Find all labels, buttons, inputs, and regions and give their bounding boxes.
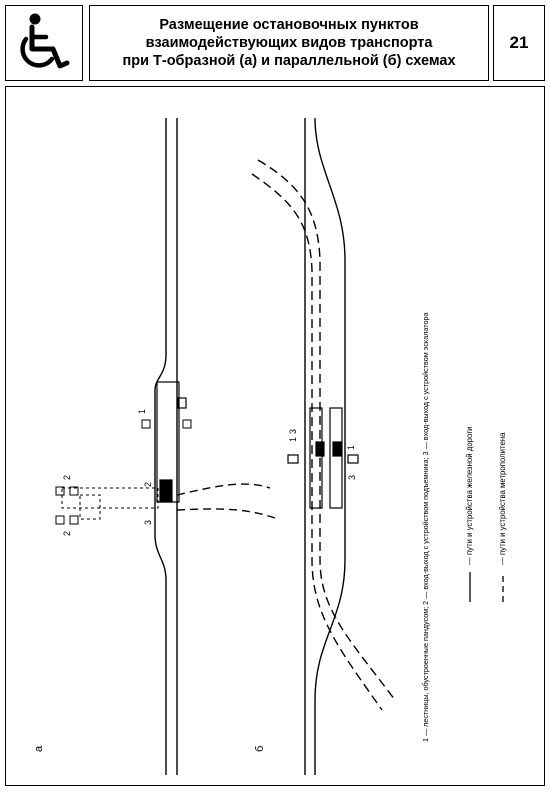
title-line-1: Размещение остановочных пунктов — [159, 17, 419, 33]
scheme-b-railway — [304, 117, 346, 775]
legend-caption: 1 — лестницы, обустроенные пандусом; 2 —… — [421, 313, 430, 742]
diagram-frame — [5, 86, 545, 786]
marker-3-b2: 3 — [347, 475, 357, 480]
legend-railway-label: — пути и устройства железной дороги — [465, 426, 474, 565]
marker-2-a-left2: 2 — [62, 531, 72, 536]
wheelchair-icon — [20, 13, 70, 69]
title-line-3: при Т-образной (а) и параллельной (б) сх… — [122, 53, 456, 69]
title-line-2: взаимодействующих видов транспорта — [145, 35, 433, 51]
marker-2-a-left: 2 — [62, 475, 72, 480]
marker-1-b: 1 — [288, 437, 298, 442]
marker-1-a: 1 — [137, 409, 147, 414]
page-title: Размещение остановочных пунктов взаимоде… — [89, 5, 489, 81]
marker-1-b2: 1 — [346, 445, 356, 450]
marker-labels: 1 2 3 2 2 3 1 1 3 — [62, 409, 357, 536]
marker-3-a: 3 — [143, 520, 153, 525]
page-number: 21 — [493, 5, 545, 81]
scheme-b-platform — [287, 407, 359, 509]
accessibility-icon-box — [5, 5, 83, 81]
legend-metro-label: — пути и устройства метрополитена — [498, 432, 507, 565]
marker-2-a: 2 — [143, 482, 153, 487]
scheme-b-metro — [251, 159, 396, 711]
marker-3-b: 3 — [288, 429, 298, 434]
scheme-a-metro — [176, 483, 276, 519]
scheme-a-platform — [156, 381, 187, 503]
scheme-a-railway — [154, 118, 178, 775]
scheme-a-devices — [55, 419, 192, 525]
scheme-b-label: б — [254, 746, 266, 752]
scheme-a-passage — [61, 487, 159, 520]
scheme-a-label: а — [33, 745, 45, 752]
